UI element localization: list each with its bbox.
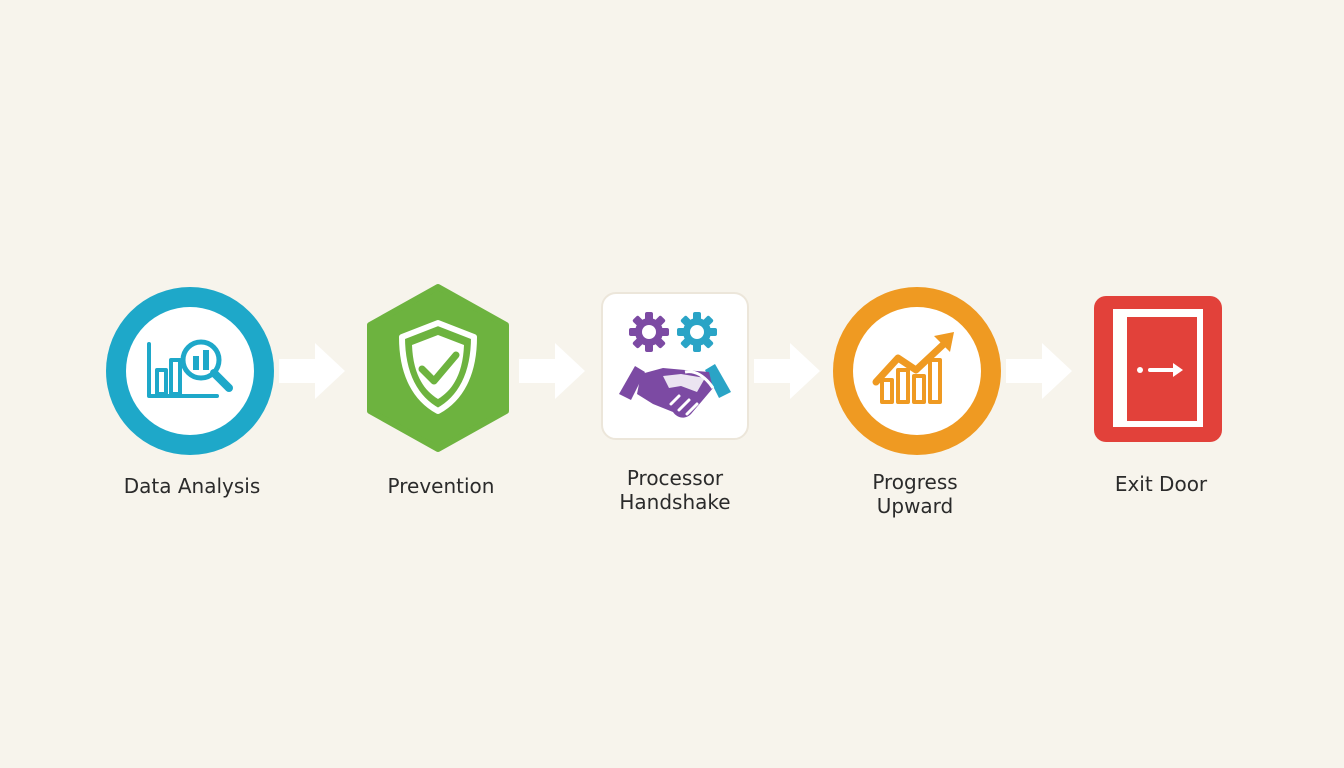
arrow-right-icon xyxy=(519,339,587,403)
shield-check-icon xyxy=(367,284,509,452)
step-label-exit-door: Exit Door xyxy=(1114,472,1208,496)
arrow-right-icon xyxy=(754,339,822,403)
step-processor-handshake xyxy=(601,292,749,440)
growth-chart-arrow-icon xyxy=(833,287,1001,455)
bar-chart-magnifier-icon xyxy=(106,287,274,455)
arrow-right-icon xyxy=(1006,339,1074,403)
step-label-prevention: Prevention xyxy=(387,474,495,498)
step-exit-door xyxy=(1093,295,1223,443)
arrow-right-icon xyxy=(279,339,347,403)
step-label-progress-upward: Progress Upward xyxy=(872,470,958,518)
step-progress-upward xyxy=(832,286,1002,456)
gears-handshake-icon xyxy=(601,292,749,440)
step-data-analysis xyxy=(105,286,275,456)
exit-door-icon xyxy=(1094,296,1222,442)
step-prevention xyxy=(362,283,514,453)
step-label-data-analysis: Data Analysis xyxy=(123,474,261,498)
step-label-processor-handshake: Processor Handshake xyxy=(619,466,731,514)
